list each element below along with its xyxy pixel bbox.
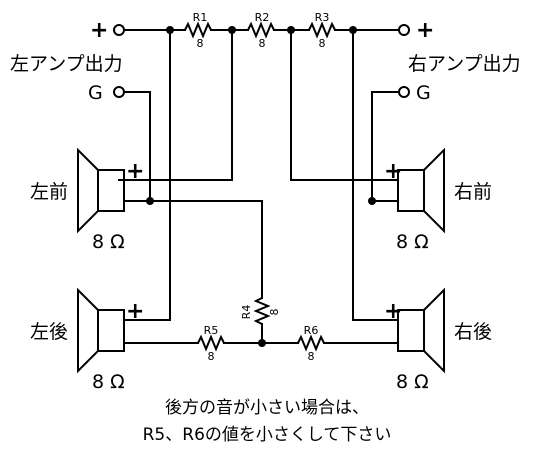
wiring (123, 29, 399, 352)
r4-value: 8 (268, 309, 281, 316)
r6-name: R6 (304, 324, 319, 337)
left-ground-label: G (88, 82, 103, 104)
front-left-impedance: 8 Ω (92, 231, 125, 253)
right-ground-terminal (398, 86, 410, 98)
front-left-label: 左前 (30, 181, 68, 203)
r3-value: 8 (319, 37, 326, 50)
junction-dots (146, 26, 376, 347)
front-right-polarity: + (384, 159, 402, 184)
left-ground-terminal (113, 86, 125, 98)
rear-left-polarity: + (126, 299, 144, 324)
speaker-rear-right-icon (397, 287, 445, 374)
resistor-r3 (308, 21, 336, 39)
front-right-impedance: 8 Ω (396, 231, 429, 253)
left-plus-terminal (113, 24, 125, 36)
rear-left-impedance: 8 Ω (92, 371, 125, 393)
rear-right-impedance: 8 Ω (396, 371, 429, 393)
r3-name: R3 (315, 11, 330, 24)
rear-right-label: 右後 (454, 321, 492, 343)
right-plus-symbol: + (416, 18, 434, 43)
r4-name: R4 (240, 305, 253, 320)
front-right-label: 右前 (454, 181, 492, 203)
note-line-2: R5、R6の値を小さくして下さい (143, 425, 392, 445)
right-plus-terminal (398, 24, 410, 36)
r5-value: 8 (208, 350, 215, 363)
r2-name: R2 (255, 11, 270, 24)
speaker-rear-left-icon (77, 287, 125, 374)
resistor-r5 (197, 334, 225, 352)
left-amp-label: 左アンプ出力 (10, 53, 123, 75)
top-bus (124, 21, 399, 39)
resistor-r4 (253, 297, 271, 325)
resistor-r1 (184, 21, 212, 39)
speaker-front-right-icon (397, 147, 445, 234)
front-left-polarity: + (126, 159, 144, 184)
r5-name: R5 (204, 324, 219, 337)
resistor-r2 (247, 21, 275, 39)
rear-left-label: 左後 (30, 321, 68, 343)
speaker-front-left-icon (77, 147, 125, 234)
right-amp-label: 右アンプ出力 (408, 53, 521, 75)
rear-right-polarity: + (384, 299, 402, 324)
left-plus-symbol: + (90, 18, 108, 43)
r1-name: R1 (193, 11, 208, 24)
resistor-r6 (297, 334, 325, 352)
r2-value: 8 (259, 37, 266, 50)
r1-value: 8 (197, 37, 204, 50)
r6-value: 8 (308, 350, 315, 363)
right-ground-label: G (416, 82, 431, 104)
note-line-1: 後方の音が小さい場合は、 (165, 398, 369, 418)
